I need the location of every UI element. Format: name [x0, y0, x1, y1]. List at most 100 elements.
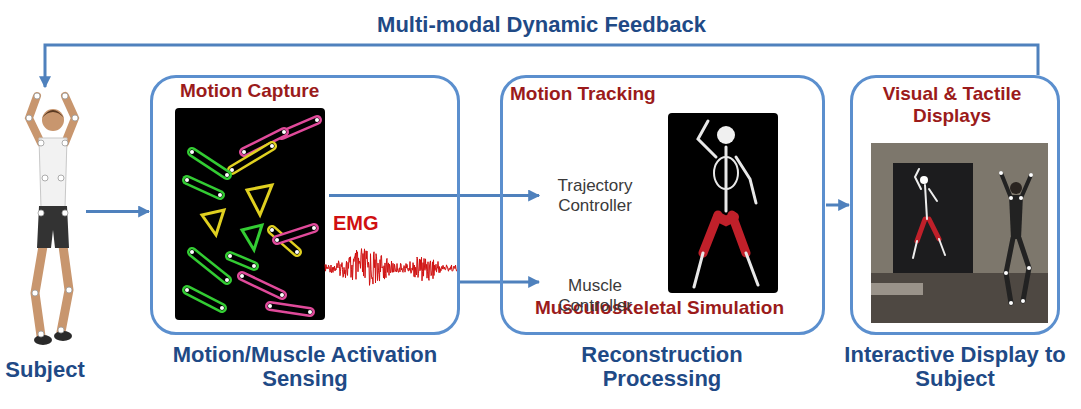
body-segment	[192, 252, 227, 280]
display-photo	[871, 143, 1048, 323]
subject-label: Subject	[0, 358, 90, 382]
body-segment-core	[187, 290, 222, 308]
skull	[920, 176, 928, 184]
bone	[746, 253, 758, 285]
illustration-group	[668, 113, 778, 293]
feedback-label: Multi-modal Dynamic Feedback	[377, 13, 706, 37]
simulation-screen	[668, 113, 778, 293]
marker-dot	[1029, 173, 1033, 177]
bone	[939, 239, 945, 255]
illustration-group	[26, 93, 78, 345]
marker-dot	[38, 210, 44, 216]
muscle	[718, 217, 734, 221]
marker-dot	[1027, 266, 1031, 270]
marker-dot	[999, 171, 1003, 175]
body-segment-core	[230, 256, 254, 266]
controller-label: Trajectory Controller	[540, 172, 650, 219]
marker-dot	[185, 178, 189, 182]
marker-dot	[32, 290, 38, 296]
body-segment	[202, 210, 224, 235]
panel-heading: Musculoskeletal Simulation	[500, 297, 819, 319]
signal-label: EMG	[333, 212, 433, 234]
illustration-group	[871, 143, 1048, 323]
stage-caption: Interactive Display to Subject	[840, 343, 1070, 391]
marker-dot	[242, 150, 246, 154]
flow-arrow	[826, 204, 849, 207]
muscle	[917, 219, 925, 241]
body-segment-core	[232, 146, 272, 170]
bone	[694, 253, 703, 287]
marker-dot	[282, 130, 286, 134]
stage-box: Visual & Tactile DisplaysInteractive Dis…	[850, 75, 1060, 335]
body-segment	[242, 276, 282, 295]
arm	[1021, 175, 1031, 198]
marker-dot	[38, 140, 44, 146]
bone	[915, 169, 921, 189]
panel-heading: Visual & Tactile Displays	[862, 83, 1042, 127]
body-segment	[232, 146, 272, 170]
marker-dot	[312, 226, 316, 230]
marker-dot	[275, 238, 279, 242]
panel-heading: Motion Capture	[180, 80, 328, 102]
head	[42, 109, 64, 131]
skull	[717, 126, 735, 144]
marker-dot	[308, 310, 312, 314]
table	[871, 283, 923, 295]
motion-capture-panel: Motion Capture	[172, 80, 328, 322]
stage-caption: Motion/Muscle Activation Sensing	[150, 343, 460, 391]
marker-dot	[295, 250, 299, 254]
marker-dot	[270, 228, 274, 232]
bone	[736, 157, 756, 203]
controller-text: Muscle Controller	[540, 276, 650, 315]
flow-arrow	[86, 210, 149, 213]
body-segment	[277, 228, 314, 240]
illustration	[5, 88, 85, 350]
body-segment-core	[187, 180, 220, 195]
marker-dot	[220, 306, 224, 310]
body-segment	[230, 256, 254, 266]
controller-text: Trajectory Controller	[540, 176, 650, 215]
body-segment-core	[277, 228, 314, 240]
marker-dot	[1021, 299, 1025, 303]
body-segment-core	[192, 252, 227, 280]
leg	[1019, 238, 1029, 301]
marker-dot	[252, 264, 256, 268]
marker-dot	[225, 278, 229, 282]
capture-screen	[175, 108, 325, 320]
marker-dot	[58, 327, 64, 333]
body-segment	[247, 185, 272, 215]
emg-wave	[325, 249, 457, 286]
body-segment-core	[192, 152, 227, 175]
flow-arrow	[458, 281, 539, 284]
hair	[42, 110, 64, 118]
rib-cage	[714, 157, 738, 189]
shorts	[37, 206, 69, 248]
body-segment-core	[270, 306, 310, 312]
stage-caption: Reconstruction Processing	[537, 343, 787, 391]
marker-dot	[62, 210, 68, 216]
bone	[925, 185, 927, 219]
marker-dot	[1019, 196, 1023, 200]
subject-figure: Subject	[5, 88, 85, 350]
marker-dot	[1004, 271, 1008, 275]
illustration	[172, 80, 328, 322]
illustration-group	[325, 249, 457, 286]
torso	[1009, 195, 1023, 239]
marker-dot	[270, 144, 274, 148]
marker-dot	[268, 304, 272, 308]
marker-dot	[34, 93, 40, 99]
stage-box: Motion/Muscle Activation SensingMotion C…	[150, 75, 460, 335]
marker-dot	[62, 93, 68, 99]
marker-dot	[1009, 196, 1013, 200]
marker-dot	[38, 331, 44, 337]
illustration-group	[175, 108, 325, 320]
marker-dot	[26, 115, 32, 121]
body-segment	[192, 152, 227, 175]
marker-dot	[225, 173, 229, 177]
flow-arrow	[329, 194, 539, 197]
bone	[913, 241, 917, 258]
marker-dot	[315, 118, 319, 122]
body-segment	[187, 290, 222, 308]
marker-dot	[185, 288, 189, 292]
